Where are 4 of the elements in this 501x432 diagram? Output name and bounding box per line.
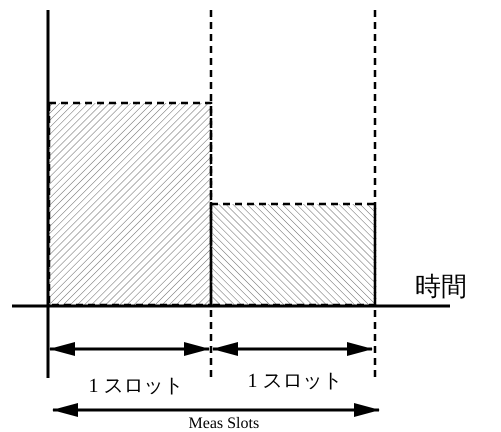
dimension-label: 1 スロット (88, 376, 184, 396)
dimension-label: Meas Slots (188, 416, 260, 432)
axis-label: 時間 (415, 274, 467, 300)
dimension-label: 1 スロット (248, 371, 342, 391)
